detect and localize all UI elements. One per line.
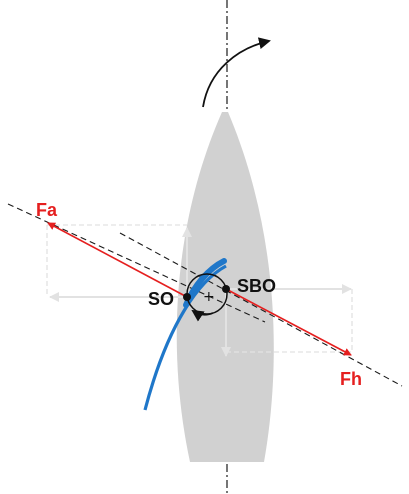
fa-label: Fa — [36, 200, 58, 220]
so-label: SO — [148, 289, 174, 309]
moment-arrow-icon — [191, 309, 214, 322]
sbo-label: SBO — [237, 276, 276, 296]
fh-line-of-action — [119, 232, 403, 387]
so-point — [183, 293, 191, 301]
rotation-arrow-icon — [202, 37, 271, 108]
fa-line-of-action — [7, 203, 266, 323]
fh-force-arrow — [225, 288, 352, 356]
fa-force-arrow — [47, 222, 188, 298]
fh-component-box — [226, 289, 353, 353]
sbo-point — [222, 285, 230, 293]
center-plus-icon: + — [203, 289, 215, 305]
sail — [143, 264, 227, 411]
fh-label: Fh — [340, 369, 362, 389]
fa-component-box — [46, 224, 187, 297]
